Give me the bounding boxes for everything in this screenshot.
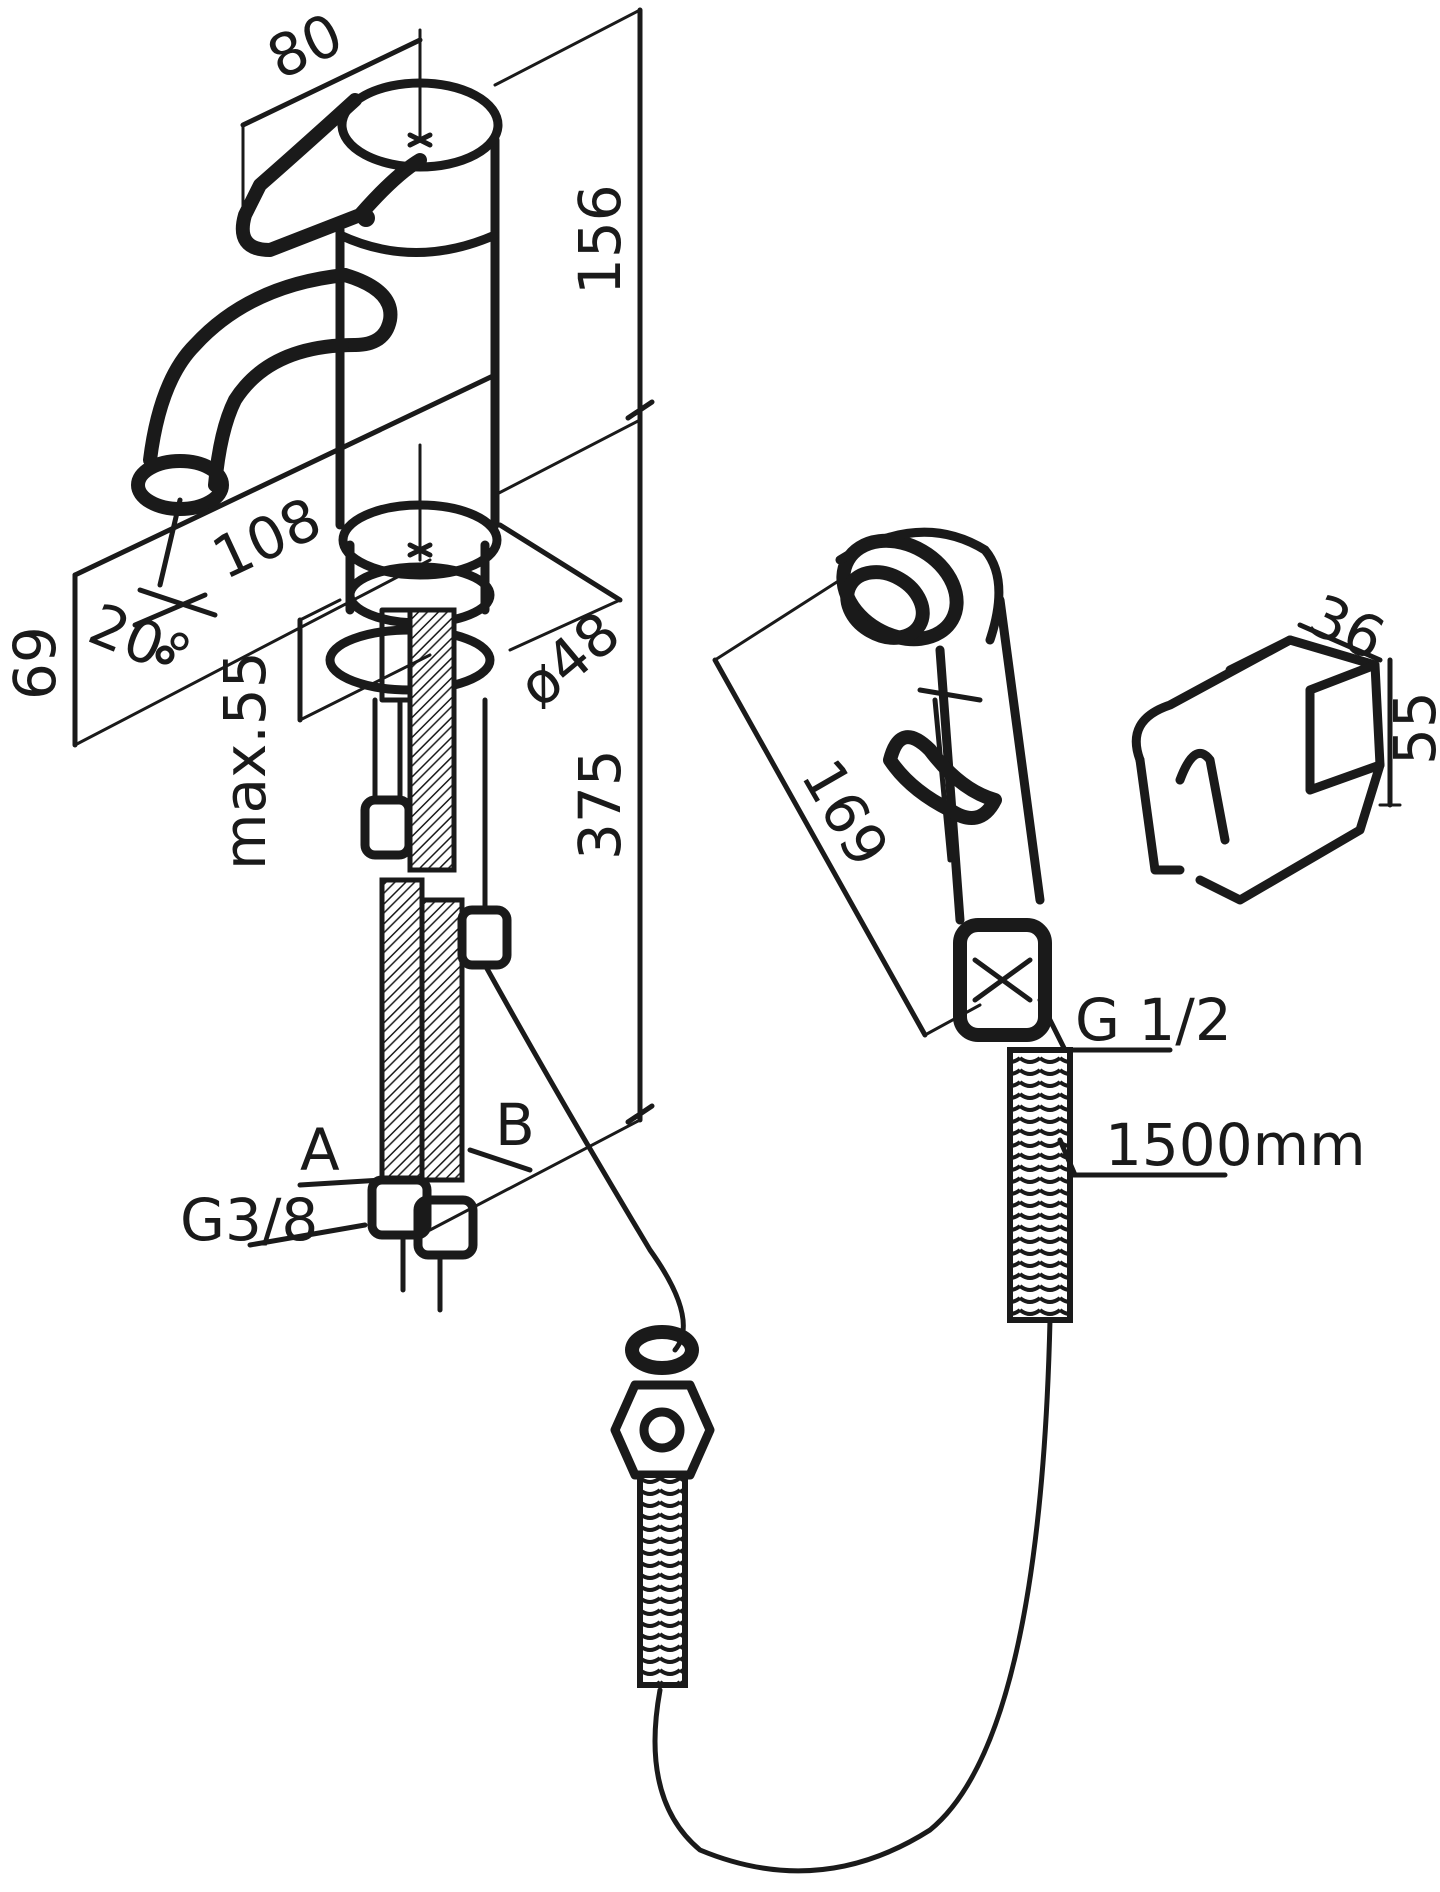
thread-inlet: G3/8 (180, 1186, 318, 1254)
label-hose-a: A (300, 1116, 340, 1184)
hand-shower (835, 527, 1052, 1042)
wall-holder (1131, 622, 1402, 905)
dim-body-height: 156 (566, 184, 634, 295)
dim-spout-height: 69 (1, 626, 69, 700)
dim-hose-length-tap: 375 (566, 749, 634, 860)
dim-body-diameter: ø48 (505, 598, 632, 720)
thread-handshower: G 1/2 (1075, 986, 1232, 1054)
hose-length: 1500mm (1105, 1111, 1366, 1179)
handshower-dimensions (712, 578, 1228, 1178)
dim-handshower-length: 169 (788, 748, 902, 878)
tap-dimensions (72, 7, 655, 1248)
drawing-labels: 80 156 108 20° 69 max.55 ø48 375 A B G3/… (1, 0, 1440, 1254)
shower-hose (482, 962, 1073, 1874)
dim-holder-height: 55 (1381, 691, 1440, 765)
dim-max-thickness: max.55 (211, 651, 279, 870)
label-hose-b: B (495, 1091, 535, 1159)
